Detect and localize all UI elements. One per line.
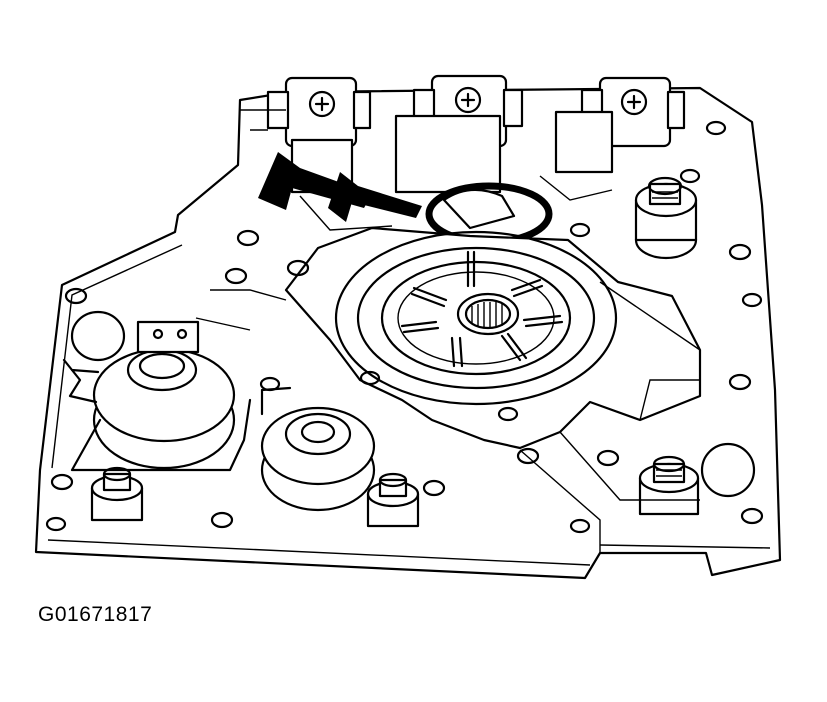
pump-splined-hub	[456, 292, 520, 336]
mounting-holes	[45, 120, 764, 534]
cup-plug-right	[700, 442, 756, 498]
plug-bottom-center	[366, 472, 420, 528]
servo-left	[70, 320, 252, 472]
figure-id-label: G01671817	[38, 603, 153, 626]
pump-inner-ring	[380, 260, 572, 376]
solenoid-right	[554, 76, 686, 174]
plug-top-right	[634, 176, 698, 260]
plug-bottom-left	[90, 466, 144, 522]
servo-middle	[260, 386, 376, 512]
plate-inner-ledge	[47, 244, 771, 566]
valve-body-illustration	[34, 74, 782, 580]
cup-plug-left	[70, 310, 126, 362]
pump-vanes	[400, 250, 564, 368]
pointer-arrow-small	[328, 172, 422, 222]
plug-bottom-right	[638, 455, 700, 516]
solenoid-center	[394, 74, 524, 194]
